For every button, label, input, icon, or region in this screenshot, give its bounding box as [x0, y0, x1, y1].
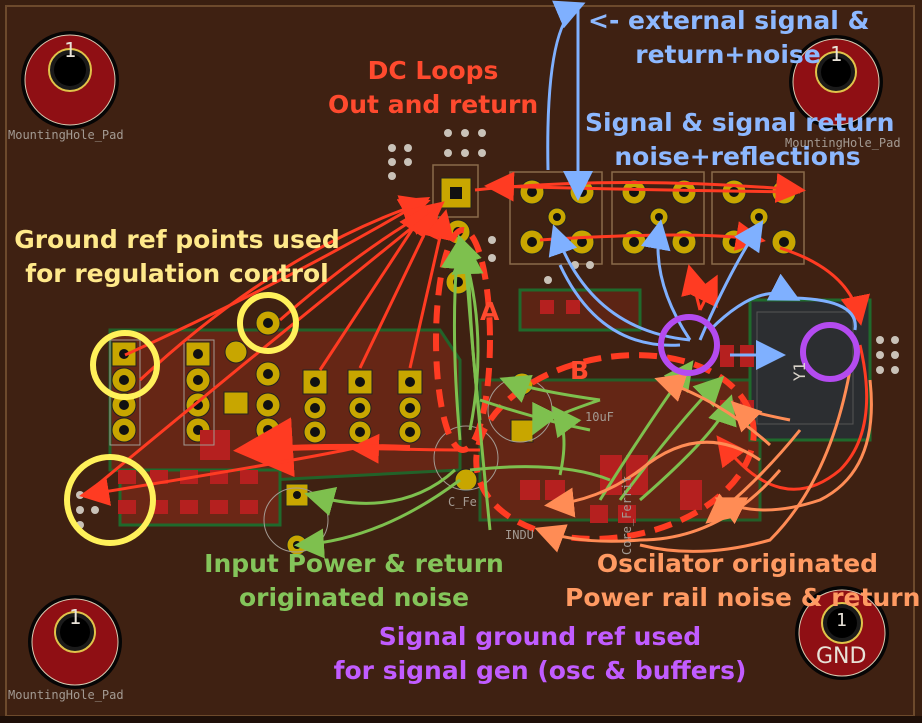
pad-number-br: 1 [836, 610, 847, 631]
uf-label: 10uF [585, 410, 614, 424]
oscillator-line-2: Power rail noise & return [565, 583, 921, 612]
signal-ground-line-1: Signal ground ref used [378, 622, 702, 651]
oscillator-arrows [534, 369, 873, 553]
signal-return-annotation: Signal & signal return noise+reflections [585, 106, 895, 174]
external-signal-line-1: <- external signal & [588, 6, 870, 35]
ferrite-label: Core_Ferrit [620, 475, 634, 555]
input-power-annotation: Input Power & return originated noise [204, 547, 504, 615]
pad-number-bl: 1 [69, 605, 82, 629]
mounting-hole-label-tr: MountingHole_Pad [785, 136, 901, 150]
dc-loops-annotation: DC Loops Out and return [328, 54, 538, 122]
signal-ground-line-2: for signal gen (osc & buffers) [333, 656, 747, 685]
indu-label: INDU [505, 528, 534, 542]
signal-return-line-2: noise+reflections [614, 142, 861, 171]
ground-ref-circles [64, 292, 299, 546]
input-power-line-1: Input Power & return [204, 549, 504, 578]
external-signal-annotation: <- external signal & return+noise [588, 4, 870, 72]
mounting-hole-label-tl: MountingHole_Pad [8, 128, 124, 142]
input-power-line-2: originated noise [238, 583, 470, 612]
mounting-hole-top-right [789, 35, 883, 129]
board-edge [0, 716, 922, 723]
external-signal-line-2: return+noise [635, 40, 821, 69]
signal-ground-circles [658, 314, 860, 382]
input-power-arrows [294, 234, 737, 559]
ground-ref-line-1: Ground ref points used [14, 225, 340, 254]
ground-ref-line-2: for regulation control [25, 259, 329, 288]
y1-label: Y1 [790, 361, 810, 382]
signal-ground-annotation: Signal ground ref used for signal gen (o… [330, 620, 750, 688]
dc-loops-line-2: Out and return [328, 90, 539, 119]
signal-return-line-1: Signal & signal return [585, 108, 895, 137]
ground-ref-annotation: Ground ref points used for regulation co… [12, 223, 342, 291]
region-a-label: A [480, 297, 500, 326]
oscillator-line-1: Oscilator originated [596, 549, 879, 578]
mounting-hole-top-left [21, 31, 119, 129]
pad-number-tr: 1 [830, 42, 843, 66]
dc-loop-arrows [84, 171, 870, 497]
oscillator-annotation: Oscilator originated Power rail noise & … [565, 547, 921, 615]
region-b-label: B [570, 356, 590, 385]
header-pins [111, 310, 534, 556]
dc-return-arrow-2 [79, 446, 356, 506]
dc-loops-line-1: DC Loops [367, 56, 499, 85]
mounting-hole-bottom-left [28, 595, 122, 689]
c-fe-label: C_Fe [448, 495, 477, 509]
mounting-hole-label-bl: MountingHole_Pad [8, 688, 124, 702]
pad-number-tl: 1 [64, 38, 77, 62]
mounting-hole-bottom-right [795, 586, 889, 680]
dc-return-arrow [233, 417, 411, 478]
gnd-label: GND [816, 644, 867, 669]
